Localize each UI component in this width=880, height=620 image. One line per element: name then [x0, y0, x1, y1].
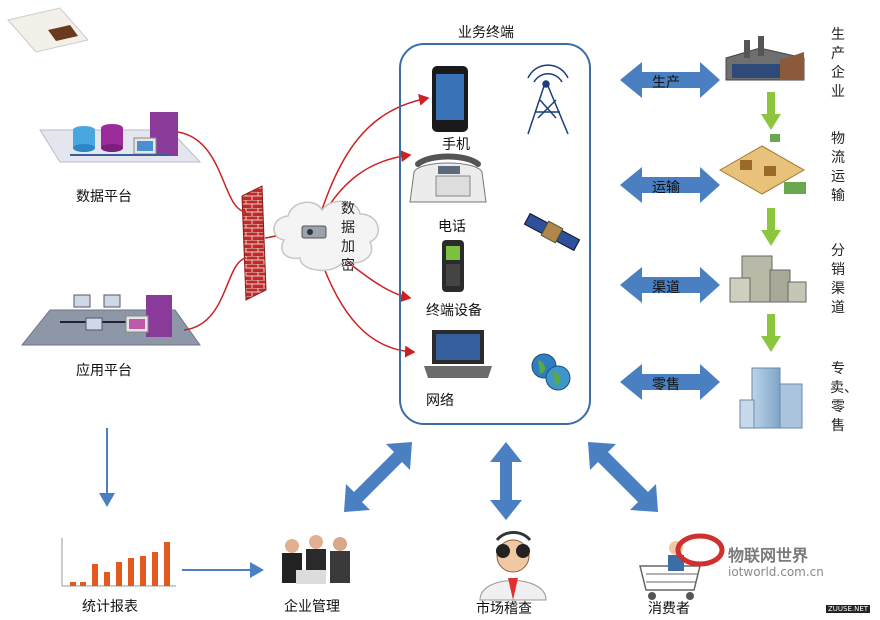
office-buildings-icon: [729, 255, 807, 303]
inspection-label: 市场稽查: [476, 601, 532, 617]
shopping-cart-icon: [639, 533, 725, 600]
cloud-icon: [273, 200, 380, 272]
distribution-label: 分销渠道: [831, 243, 845, 316]
inspection-arrow: [490, 442, 522, 520]
database-server-icon: [39, 112, 202, 163]
green-arrow-2: [761, 208, 781, 246]
factory-icon: [725, 36, 805, 81]
antenna-tower-icon: [527, 64, 569, 135]
transport-arrow: [620, 167, 720, 203]
tower-building-icon: [739, 367, 803, 429]
production-arrow: [620, 62, 720, 98]
transport-label: 运输: [652, 180, 680, 196]
app-server-icon: [20, 294, 201, 346]
watermark: ZUUSE.NET: [826, 605, 871, 613]
phone-label: 手机: [442, 137, 470, 153]
data-platform-label: 数据平台: [76, 189, 132, 205]
logistics-label: 物流运输: [831, 131, 845, 204]
green-arrow-3: [761, 314, 781, 352]
enterprise-prod-label: 生产企业: [831, 27, 845, 100]
terminal-title: 业务终端: [458, 25, 514, 41]
network-label: 网络: [426, 393, 454, 409]
encrypt-label: 数据加密: [341, 201, 355, 274]
business-people-icon: [282, 535, 350, 584]
globe-icon: [531, 353, 571, 391]
management-arrow: [344, 442, 412, 512]
desk-telephone-icon: [409, 153, 487, 203]
brand-url: iotworld.com.cn: [728, 565, 824, 579]
mobile-phone-icon: [432, 66, 468, 132]
warehouse-icon: [718, 134, 806, 195]
production-label: 生产: [652, 75, 680, 91]
satellite-icon: [523, 212, 581, 252]
device-label: 终端设备: [426, 303, 482, 319]
binocular-man-icon: [479, 531, 547, 601]
channel-label: 渠道: [652, 280, 680, 296]
brand-name: 物联网世界: [728, 546, 809, 565]
telephone-label: 电话: [438, 219, 466, 235]
consumer-arrow: [588, 442, 658, 512]
channel-arrow: [620, 267, 720, 303]
retail-label: 零售: [652, 377, 680, 393]
green-arrow-1: [761, 92, 781, 130]
stats-label: 统计报表: [82, 599, 138, 615]
app-platform-label: 应用平台: [76, 363, 132, 379]
laptop-icon: [424, 330, 492, 378]
paper-icon: [7, 7, 89, 53]
management-label: 企业管理: [284, 599, 340, 615]
store-label: 专卖、零售: [830, 361, 858, 434]
retail-arrow: [620, 364, 720, 400]
consumer-label: 消费者: [648, 601, 690, 617]
business-terminal-box: [399, 43, 591, 425]
bar-chart-icon: [61, 538, 176, 587]
handheld-terminal-icon: [442, 240, 464, 292]
firewall-icon: [241, 185, 267, 301]
